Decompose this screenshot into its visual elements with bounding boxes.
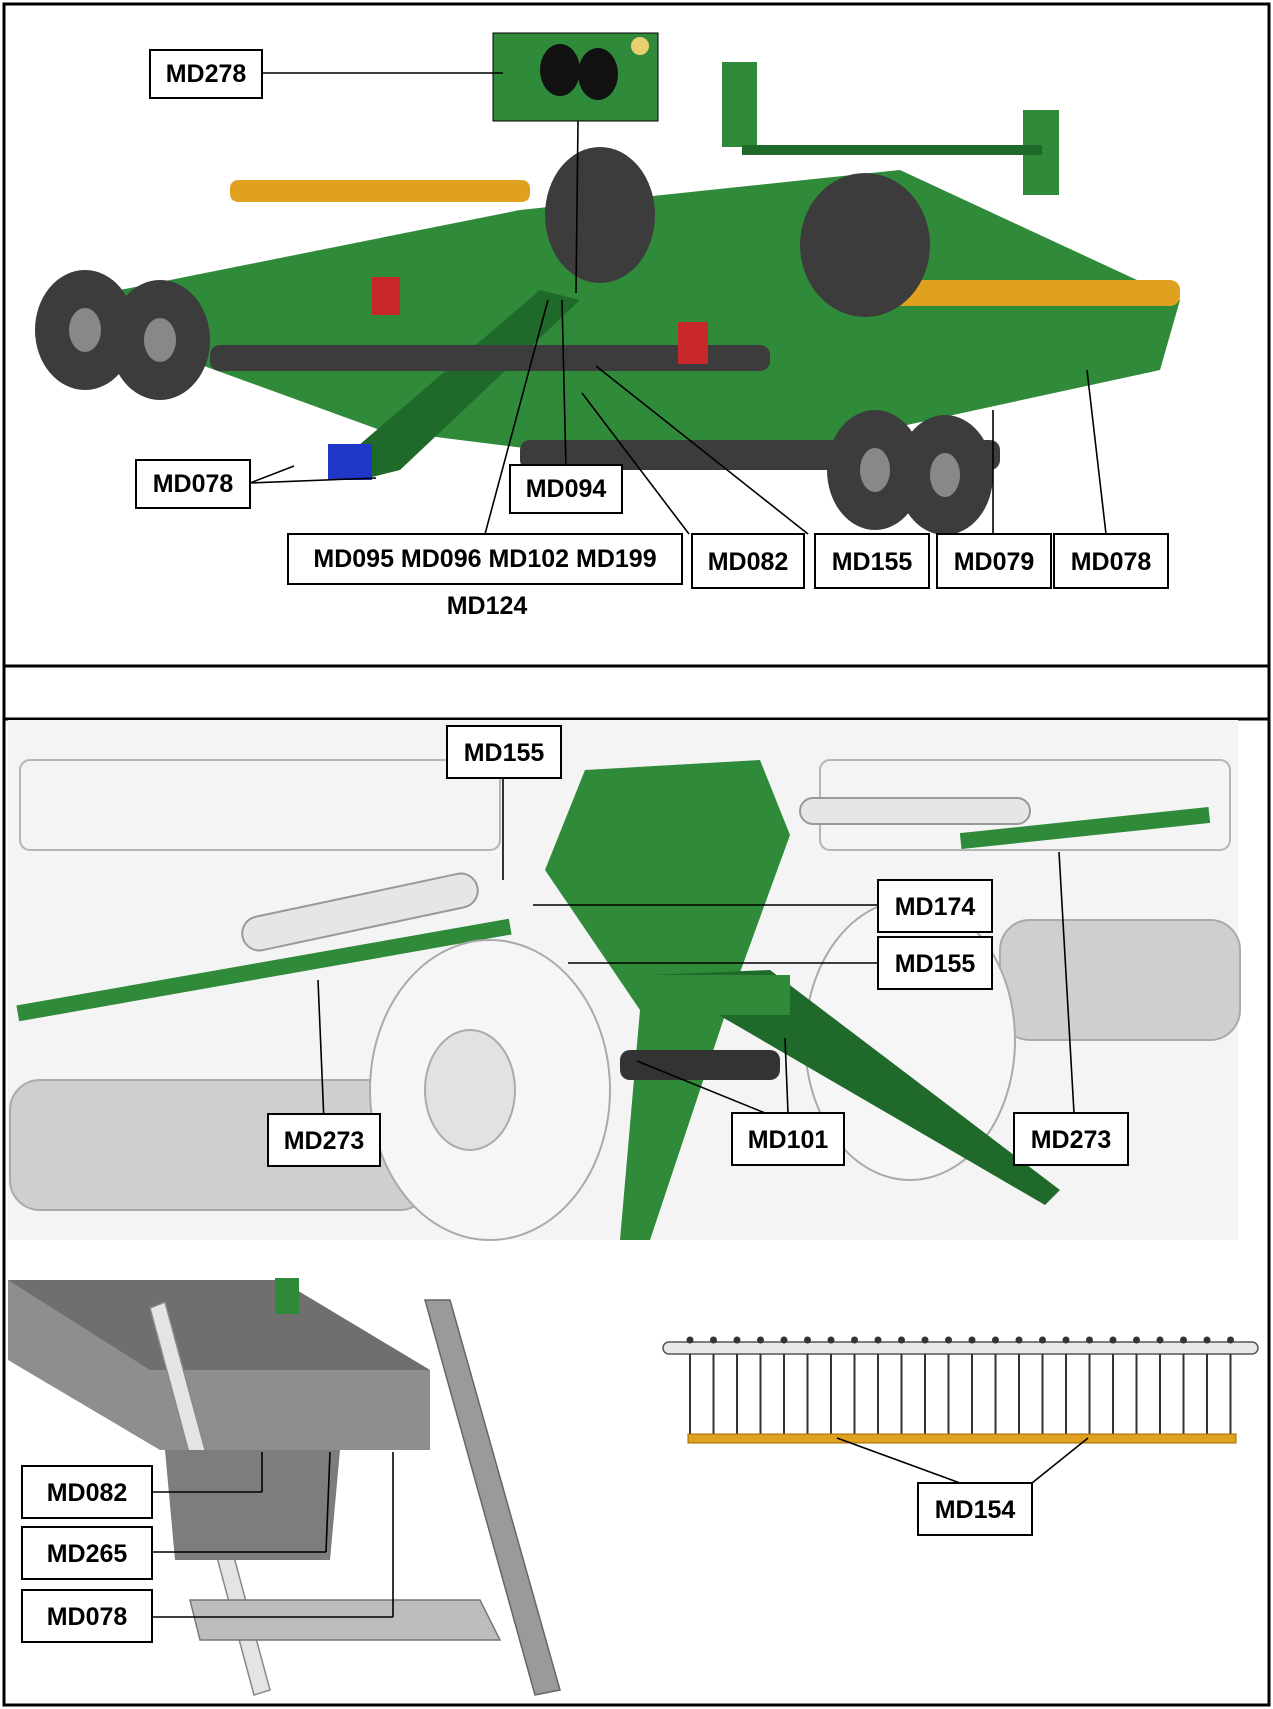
tine-clamp: [968, 1336, 976, 1344]
tine-clamp: [804, 1336, 811, 1344]
tine-clamp: [780, 1336, 788, 1344]
label-md-group: MD095 MD096 MD102 MD199: [287, 533, 683, 585]
label-md155: MD155: [814, 533, 930, 589]
label-md273-right: MD273: [1013, 1112, 1129, 1166]
svg-text:MD278: MD278: [166, 60, 247, 88]
warning-plate-right: [678, 322, 708, 364]
label-md101: MD101: [731, 1112, 845, 1166]
tine-clamp: [1227, 1336, 1234, 1344]
label-md265: MD265: [21, 1526, 153, 1580]
tine-row-left: [210, 180, 770, 371]
tine-bar-top-tube: [662, 1341, 1259, 1355]
svg-text:MD155: MD155: [895, 950, 976, 978]
roller-right: [999, 919, 1241, 1041]
svg-text:MD078: MD078: [153, 470, 234, 498]
tine-clamp: [1133, 1336, 1140, 1344]
svg-text:MD273: MD273: [284, 1127, 365, 1155]
tine-row: [686, 1336, 1234, 1434]
panel-4-leaders: [836, 1437, 1089, 1484]
transport-wheel-right: [800, 173, 930, 317]
tool-bar-left: [16, 918, 512, 1022]
rear-board-1: [722, 62, 757, 147]
tine-clamp: [827, 1336, 835, 1344]
machine-illustration: [35, 32, 1180, 535]
tine-clamp: [733, 1336, 741, 1344]
panel-2-frame-detail: MD155 MD174 MD155 MD273 MD101 MD273: [8, 720, 1241, 1241]
label-md174: MD174: [877, 879, 993, 933]
svg-text:MD082: MD082: [708, 548, 789, 576]
label-md078-platform: MD078: [21, 1589, 153, 1643]
ladder-rail-right: [424, 1299, 561, 1696]
label-md078-left: MD078: [135, 459, 251, 509]
svg-text:MD094: MD094: [526, 475, 607, 503]
label-md094: MD094: [509, 464, 623, 514]
panel-3-platform-detail: MD082 MD265 MD078: [8, 1278, 561, 1696]
tine-clamp: [686, 1336, 694, 1344]
panel-2-leaders: [317, 778, 1075, 1123]
svg-text:MD265: MD265: [47, 1540, 128, 1568]
platform-illustration: [8, 1278, 561, 1696]
tine-clamp: [1015, 1336, 1023, 1344]
tine-clamp: [874, 1336, 882, 1344]
panel-1-machine-overview: MD278 MD078 MD094 MD095 MD096 MD102 MD19…: [35, 32, 1180, 620]
tine-bar-orange-rail: [687, 1433, 1237, 1444]
tine-clamp: [710, 1336, 717, 1344]
label-md078-right: MD078: [1053, 533, 1169, 589]
tine-clamp: [898, 1336, 905, 1344]
tine-clamp: [1062, 1336, 1070, 1344]
svg-text:MD155: MD155: [832, 548, 913, 576]
tine-clamp: [921, 1336, 929, 1344]
svg-text:MD095 MD096 MD102 MD199: MD095 MD096 MD102 MD199: [313, 545, 656, 573]
label-md124: MD124: [447, 592, 528, 620]
panel-4-tine-bar: MD154: [662, 1336, 1259, 1536]
label-md155-top: MD155: [446, 725, 562, 779]
svg-text:MD078: MD078: [1071, 548, 1152, 576]
svg-text:MD079: MD079: [954, 548, 1035, 576]
svg-text:MD101: MD101: [748, 1126, 829, 1154]
label-md155-mid: MD155: [877, 936, 993, 990]
tine-clamp: [1156, 1336, 1164, 1344]
tine-clamp: [945, 1336, 952, 1344]
ladder-step: [189, 1599, 502, 1641]
tine-clamp: [1086, 1336, 1093, 1344]
panel-1-leaders: [249, 72, 1107, 535]
drawbar: [330, 290, 580, 480]
green-arm-right: [650, 970, 1060, 1205]
label-md273-left: MD273: [267, 1113, 381, 1167]
label-md278: MD278: [149, 49, 263, 99]
label-md154: MD154: [917, 1482, 1033, 1536]
label-md082-platform: MD082: [21, 1465, 153, 1519]
label-md082: MD082: [691, 533, 805, 589]
tine-clamp: [992, 1336, 999, 1344]
svg-text:MD154: MD154: [935, 1496, 1016, 1524]
tine-clamp: [1203, 1336, 1211, 1344]
svg-text:MD082: MD082: [47, 1479, 128, 1507]
tine-clamp: [851, 1336, 858, 1344]
transport-wheel-left: [545, 147, 655, 283]
tine-bar-illustration: [662, 1336, 1259, 1444]
tool-bar-right: [959, 806, 1211, 850]
svg-text:MD174: MD174: [895, 893, 976, 921]
tine-clamp: [1180, 1336, 1187, 1344]
tine-clamp: [1039, 1336, 1046, 1344]
tine-clamp: [1109, 1336, 1117, 1344]
svg-text:MD078: MD078: [47, 1603, 128, 1631]
svg-text:MD155: MD155: [464, 739, 545, 767]
svg-text:MD273: MD273: [1031, 1126, 1112, 1154]
panel-3-leaders: [152, 1451, 394, 1618]
tine-clamp: [757, 1336, 764, 1344]
label-md079: MD079: [936, 533, 1052, 589]
warning-plate-left: [372, 277, 400, 315]
hitch-blue: [328, 444, 372, 480]
